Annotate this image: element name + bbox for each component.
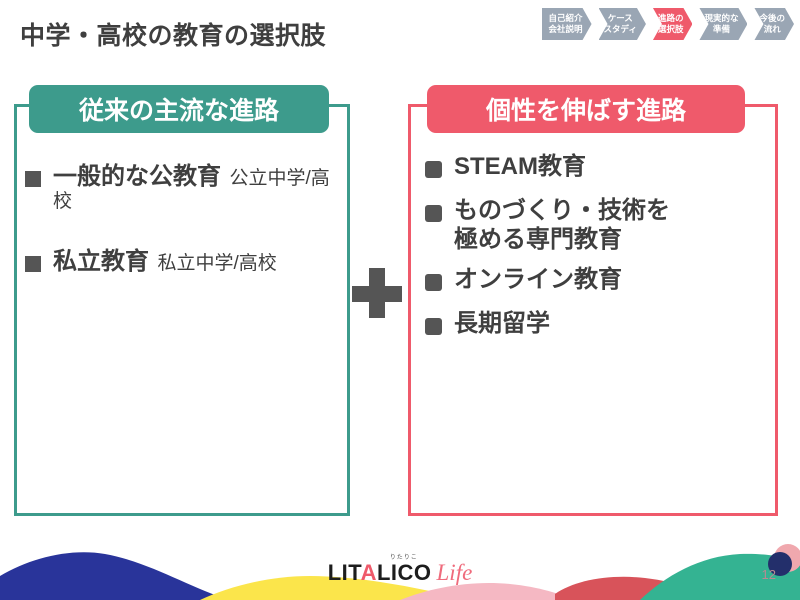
- breadcrumb-step-2[interactable]: ケース スタディ: [599, 8, 646, 40]
- list-item-label: STEAM教育: [454, 153, 586, 180]
- hill-pink: [400, 582, 575, 600]
- footer-decoration: 12: [0, 536, 800, 600]
- bullet-square-icon: [425, 318, 442, 336]
- breadcrumb-step-3-line2: 選択肢: [657, 24, 684, 34]
- breadcrumb-step-3-line1: 進路の: [657, 13, 684, 23]
- breadcrumb-step-4[interactable]: 現実的な 準備: [699, 8, 747, 40]
- traditional-list: 一般的な公教育 公立中学/高校 私立教育 私立中学/高校: [17, 163, 347, 276]
- breadcrumb-step-5-line1: 今後の: [759, 13, 785, 23]
- breadcrumb-step-5-line2: 流れ: [763, 24, 781, 34]
- bullet-square-icon: [25, 256, 41, 273]
- bullet-square-icon: [425, 161, 442, 178]
- breadcrumb-step-5[interactable]: 今後の 流れ: [754, 8, 794, 40]
- list-item-label: 長期留学: [454, 310, 550, 338]
- list-item-text: ものづくり・技術を 極める専門教育: [454, 197, 670, 254]
- list-item-text: 私立教育 私立中学/高校: [53, 248, 277, 276]
- breadcrumb-step-1-line2: 会社説明: [548, 24, 583, 34]
- panel-traditional-badge: 従来の主流な進路: [29, 85, 329, 133]
- breadcrumb-step-4-line1: 現実的な: [704, 13, 739, 23]
- list-item: 一般的な公教育 公立中学/高校: [25, 163, 347, 214]
- bullet-square-icon: [425, 205, 442, 223]
- list-item-sublabel: 私立中学/高校: [157, 253, 277, 275]
- breadcrumb-step-1[interactable]: 自己紹介 会社説明: [542, 8, 592, 40]
- logo-letter-a: A: [360, 560, 377, 585]
- logo-part-lit: LIT: [327, 560, 361, 585]
- list-item-text: オンライン教育: [454, 266, 622, 294]
- list-item: ものづくり・技術を 極める専門教育: [425, 197, 775, 254]
- hill-green: [640, 553, 800, 600]
- breadcrumb-step-2-line2: スタディ: [603, 24, 637, 34]
- logo-part-lico: LICO: [376, 560, 432, 585]
- list-item-label: ものづくり・技術を 極める専門教育: [454, 197, 670, 253]
- breadcrumb-step-1-line1: 自己紹介: [548, 13, 583, 23]
- footer-hills-graphic: [0, 544, 800, 600]
- list-item: 長期留学: [425, 310, 775, 338]
- list-item-label: オンライン教育: [454, 265, 622, 293]
- list-item-label: 私立教育: [53, 248, 149, 276]
- list-item-sublabel: 公立中学/高校: [53, 168, 330, 213]
- list-item: 私立教育 私立中学/高校: [25, 248, 347, 276]
- breadcrumb-step-2-line1: ケース: [607, 13, 633, 23]
- breadcrumb-step-3-active[interactable]: 進路の 選択肢: [653, 8, 693, 40]
- panel-traditional-paths: 従来の主流な進路 一般的な公教育 公立中学/高校 私立教育 私立中学/高校: [14, 85, 350, 516]
- list-item-text: 一般的な公教育 公立中学/高校: [53, 163, 347, 214]
- logo-litalico: LITALICO: [328, 562, 432, 584]
- bullet-square-icon: [425, 273, 442, 291]
- brand-logo: りたりこ LITALICO Life: [328, 555, 473, 585]
- panel-individuality-paths: 個性を伸ばす進路 STEAM教育 ものづくり・技術を 極める専門教育 オンライン…: [408, 85, 778, 516]
- individuality-list: STEAM教育 ものづくり・技術を 極める専門教育 オンライン教育 長期留学: [411, 153, 775, 355]
- logo-wrap: りたりこ LITALICO Life: [328, 555, 473, 585]
- page-title: 中学・高校の教育の選択肢: [20, 22, 327, 50]
- breadcrumb-step-4-line2: 準備: [712, 24, 730, 34]
- breadcrumb: 自己紹介 会社説明 ケース スタディ 進路の 選択肢 現実的な 準備 今後の 流…: [542, 8, 794, 40]
- hill-blue: [0, 552, 230, 600]
- list-item-label: 一般的な公教育: [53, 163, 221, 190]
- list-item: オンライン教育: [425, 266, 775, 294]
- page-number: 12: [761, 567, 776, 582]
- list-item: STEAM教育: [425, 153, 775, 181]
- hill-yellow: [200, 576, 470, 600]
- panel-individuality-badge: 個性を伸ばす進路: [427, 85, 745, 133]
- list-item-text: STEAM教育: [454, 153, 586, 181]
- bullet-square-icon: [25, 171, 41, 187]
- list-item-text: 長期留学: [454, 310, 550, 338]
- logo-kana-reading: りたりこ: [389, 555, 418, 561]
- logo-life-wordmark: Life: [436, 560, 473, 585]
- dot-navy: [768, 552, 792, 576]
- plus-icon: [352, 268, 402, 318]
